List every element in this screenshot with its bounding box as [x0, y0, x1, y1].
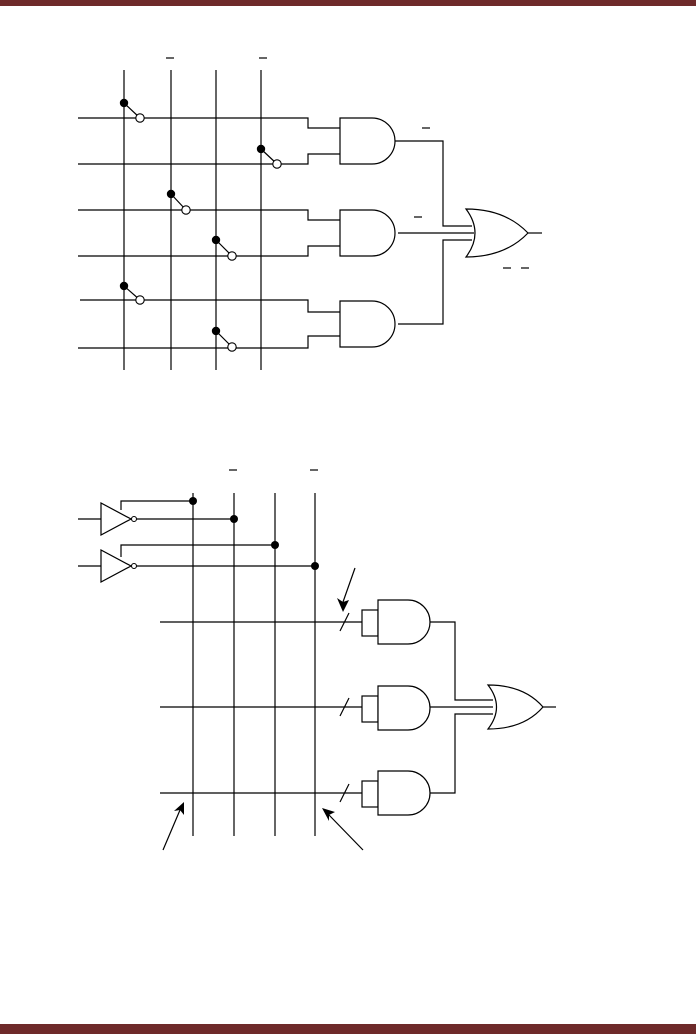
pla-diagram-1 — [78, 57, 542, 370]
input-buffer-1 — [78, 497, 238, 536]
or-input-wire — [430, 621, 493, 701]
connection-dot — [230, 515, 238, 523]
and-input-block — [361, 609, 379, 637]
product-lines-2 — [160, 612, 378, 803]
bus-slash — [339, 697, 350, 717]
or-input-wire — [395, 140, 472, 227]
input-columns-1 — [123, 70, 262, 370]
and-gate — [339, 117, 396, 165]
and-input-block — [361, 695, 379, 723]
page-bottom-bar — [0, 1024, 696, 1034]
fuse-link — [211, 235, 237, 261]
fuse-link — [211, 326, 237, 352]
pointer-arrow — [162, 802, 184, 851]
or-input-wire — [430, 713, 493, 794]
product-lines-1 — [78, 117, 340, 349]
connection-dot — [189, 497, 197, 505]
fuse-link — [119, 98, 145, 123]
product-line — [78, 117, 340, 129]
and-gate — [377, 770, 431, 816]
and-gate — [339, 209, 396, 257]
or-gate — [486, 684, 544, 730]
and-gate — [339, 300, 396, 348]
product-line — [78, 209, 340, 221]
output-overbars-1 — [414, 127, 529, 269]
pla-diagram-2 — [78, 469, 556, 851]
pointer-arrows-2 — [162, 567, 364, 851]
buffer-triangle — [100, 549, 133, 583]
product-line — [78, 153, 340, 165]
and-gate — [377, 685, 431, 731]
bus-slash — [339, 612, 350, 632]
pointer-arrow — [337, 567, 356, 612]
input-columns-2 — [192, 493, 316, 836]
product-line — [78, 335, 340, 349]
connection-dot — [311, 562, 319, 570]
or-wiring-1 — [395, 140, 474, 325]
and-gate — [377, 599, 431, 645]
input-buffer-2 — [78, 541, 319, 583]
or-gate — [464, 208, 529, 258]
fuse-link — [166, 189, 191, 215]
connection-dot — [271, 541, 279, 549]
product-line — [78, 245, 340, 257]
and-input-block — [361, 780, 379, 808]
bus-slash — [339, 783, 350, 803]
and-gates-1 — [339, 117, 396, 348]
fuse-links-1 — [119, 98, 282, 352]
or-input-wire — [398, 239, 472, 325]
page-top-bar — [0, 0, 696, 6]
buffer-triangle — [100, 502, 133, 536]
fuse-link — [119, 281, 145, 305]
and-gates-2 — [361, 599, 431, 816]
inverter-bubble — [130, 515, 138, 523]
fuse-link — [256, 144, 282, 169]
or-wiring-2 — [430, 621, 493, 794]
pointer-arrow — [322, 808, 364, 851]
product-line — [80, 299, 340, 313]
inverter-bubble — [130, 562, 138, 570]
